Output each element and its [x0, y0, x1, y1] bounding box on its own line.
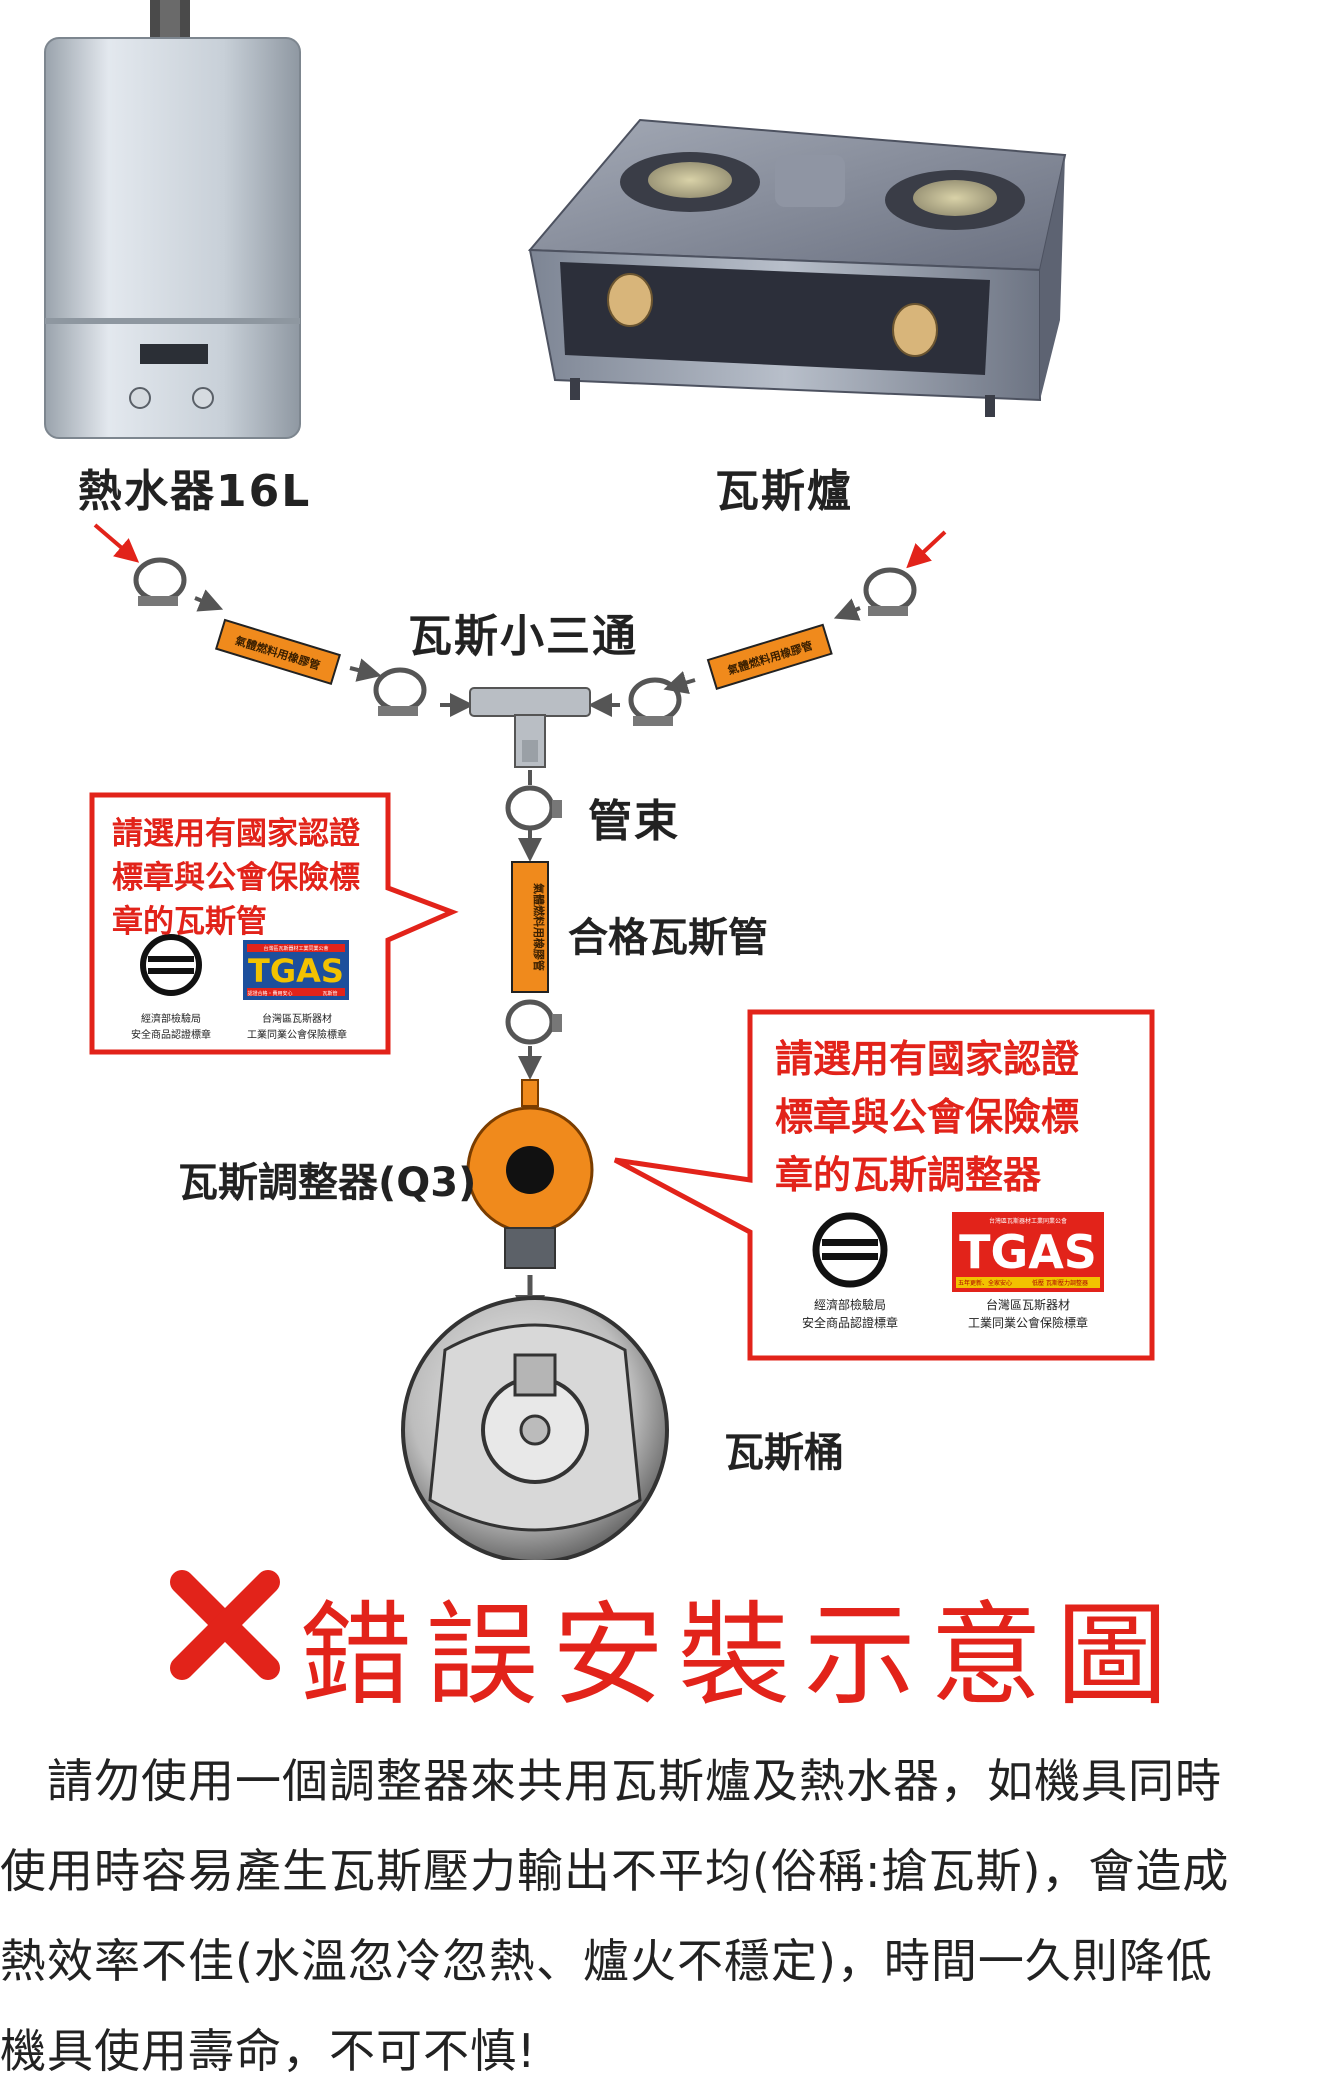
- callout-left-text: 請選用有國家認證 標章與公會保險標 章的瓦斯管: [112, 816, 360, 940]
- right-branch: 氣體燃料用橡膠管: [588, 567, 917, 726]
- svg-text:TGAS: TGAS: [248, 952, 344, 990]
- installation-diagram: 氣體燃料用橡膠管 氣體燃料用橡膠管 氣體燃料用橡膠管: [44, 0, 1155, 1560]
- label-hose: 合格瓦斯管: [568, 915, 768, 961]
- label-tee: 瓦斯小三通: [408, 611, 638, 662]
- label-gas-stove: 瓦斯爐: [715, 466, 853, 517]
- arrow-stove: [906, 530, 947, 569]
- label-regulator: 瓦斯調整器(Q3): [178, 1160, 477, 1206]
- safety-mark-right: [812, 1212, 888, 1288]
- label-clamp: 管束: [588, 796, 680, 847]
- svg-text:五年更新、全家安心: 五年更新、全家安心: [958, 1279, 1012, 1287]
- caption-safety-mark-right: 經濟部檢驗局 安全商品認證標章: [801, 1298, 898, 1330]
- clamp-vertical-top: [505, 785, 562, 831]
- tgas-mark-left: 台灣區瓦斯器材工業同業公會 TGAS 認證合格・費用安心 瓦斯管: [243, 940, 349, 1000]
- clamp-vertical-bottom: [505, 999, 562, 1045]
- caption-tgas-right: 台灣區瓦斯器材 工業同業公會保險標章: [967, 1298, 1088, 1330]
- paragraph-line: 熱效率不佳(水溫忽冷忽熱、爐火不穩定)，時間一久則降低: [0, 1934, 1213, 1988]
- svg-text:低壓 瓦斯壓力調整器: 低壓 瓦斯壓力調整器: [1032, 1279, 1088, 1287]
- svg-text:TGAS: TGAS: [959, 1225, 1097, 1279]
- svg-text:台灣區瓦斯器材工業同業公會: 台灣區瓦斯器材工業同業公會: [263, 945, 328, 952]
- svg-text:瓦斯管: 瓦斯管: [322, 990, 337, 997]
- gas-cylinder-illustration: [401, 1296, 669, 1560]
- arrow-heater: [93, 523, 140, 563]
- svg-text:台灣區瓦斯器材工業同業公會: 台灣區瓦斯器材工業同業公會: [989, 1217, 1067, 1225]
- label-cylinder: 瓦斯桶: [724, 1430, 844, 1476]
- label-water-heater: 熱水器16L: [78, 466, 312, 517]
- caption-safety-mark-left: 經濟部檢驗局 安全商品認證標章: [131, 1014, 211, 1041]
- callout-right-text: 請選用有國家認證 標章與公會保險標 章的瓦斯調整器: [775, 1037, 1080, 1197]
- gas-stove-illustration: [527, 118, 1067, 417]
- tgas-mark-right: 台灣區瓦斯器材工業同業公會 TGAS 五年更新、全家安心 低壓 瓦斯壓力調整器: [952, 1212, 1104, 1292]
- hose-vertical: 氣體燃料用橡膠管: [511, 861, 549, 993]
- regulator-illustration: [466, 1079, 594, 1269]
- page-title: 錯誤安裝示意圖: [300, 1591, 1182, 1721]
- caption-tgas-left: 台灣區瓦斯器材 工業同業公會保險標章: [247, 1014, 347, 1041]
- svg-text:認證合格・費用安心: 認證合格・費用安心: [247, 990, 292, 997]
- paragraph-line: 機具使用壽命，不可不慎!: [0, 2024, 537, 2078]
- tee-fitting: [469, 687, 591, 768]
- hose-print-vertical: 氣體燃料用橡膠管: [532, 883, 546, 971]
- warning-paragraph: 請勿使用一個調整器來共用瓦斯爐及熱水器，如機具同時 使用時容易產生瓦斯壓力輸出不…: [0, 1736, 1317, 2096]
- error-x-icon: [170, 1570, 280, 1680]
- paragraph-line: 請勿使用一個調整器來共用瓦斯爐及熱水器，如機具同時: [0, 1754, 1222, 1808]
- paragraph-line: 使用時容易產生瓦斯壓力輸出不平均(俗稱:搶瓦斯)，會造成: [0, 1844, 1230, 1898]
- water-heater-illustration: [44, 0, 301, 439]
- safety-mark-left: [140, 934, 202, 996]
